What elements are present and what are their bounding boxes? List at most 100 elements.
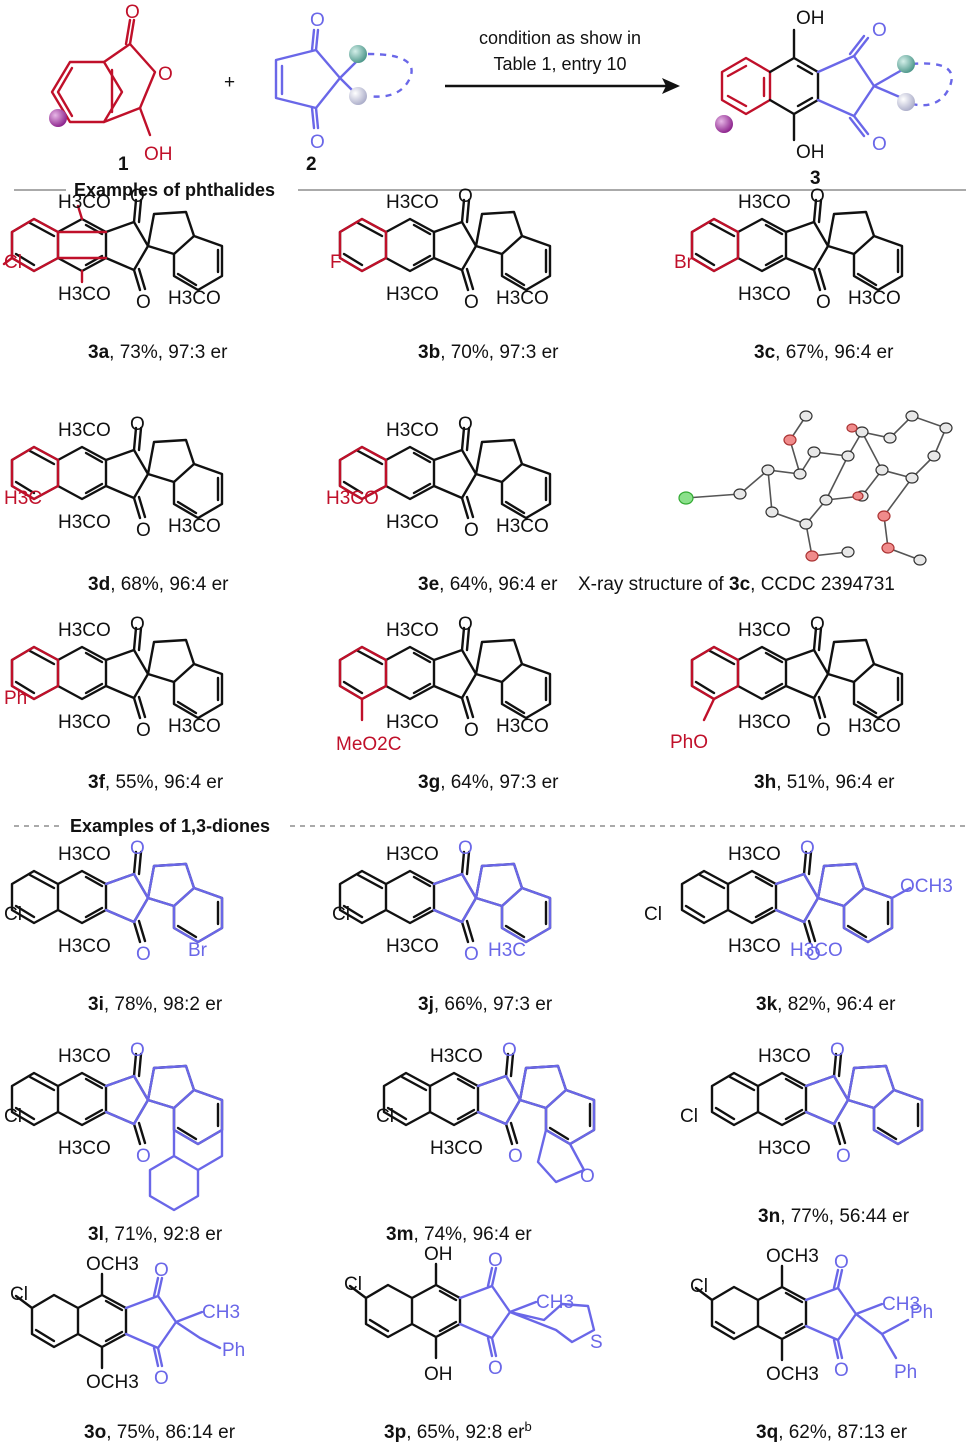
- svg-text:O: O: [464, 520, 479, 541]
- caption-3h: 3h, 51%, 96:4 er: [754, 772, 895, 793]
- svg-text:O: O: [464, 944, 479, 965]
- svg-text:H3CO: H3CO: [496, 516, 549, 537]
- svg-text:H3CO: H3CO: [386, 420, 439, 441]
- svg-text:O: O: [836, 1146, 851, 1167]
- compound-3l: H3CO H3CO O O Cl: [4, 1040, 224, 1212]
- svg-text:H3CO: H3CO: [738, 284, 791, 305]
- svg-text:Cl: Cl: [4, 252, 22, 273]
- reagent-1-ring-o: O: [158, 64, 173, 85]
- svg-text:O: O: [136, 292, 151, 313]
- svg-text:Cl: Cl: [4, 1106, 22, 1127]
- reagent-2: O O 2: [274, 10, 413, 175]
- svg-text:H3CO: H3CO: [58, 712, 111, 733]
- caption-3e: 3e, 64%, 96:4 er: [418, 574, 558, 595]
- svg-text:Cl: Cl: [376, 1106, 394, 1127]
- svg-text:H3CO: H3CO: [58, 844, 111, 865]
- plus-sign: +: [224, 72, 235, 93]
- caption-3d: 3d, 68%, 96:4 er: [88, 574, 229, 595]
- reagent-1: O O OH 1: [49, 2, 173, 175]
- compound-3m: H3CO H3CO O O O Cl: [376, 1040, 596, 1187]
- caption-3o: 3o, 75%, 86:14 er: [84, 1422, 236, 1443]
- svg-text:H3CO: H3CO: [168, 516, 221, 537]
- svg-text:O: O: [502, 1040, 517, 1061]
- reagent-1-carbonyl-o: O: [125, 2, 140, 23]
- svg-text:O: O: [136, 520, 151, 541]
- svg-text:OCH3: OCH3: [86, 1372, 139, 1393]
- svg-text:O: O: [834, 1252, 849, 1273]
- svg-text:OCH3: OCH3: [766, 1246, 819, 1267]
- svg-text:O: O: [488, 1250, 503, 1271]
- svg-text:O: O: [464, 292, 479, 313]
- svg-text:F: F: [330, 252, 342, 273]
- compound-3j: H3CO H3CO O O H3C Cl: [332, 838, 552, 965]
- svg-text:O: O: [130, 1040, 145, 1061]
- caption-3i: 3i, 78%, 98:2 er: [88, 994, 223, 1015]
- svg-text:O: O: [834, 1360, 849, 1381]
- svg-text:H3CO: H3CO: [430, 1138, 483, 1159]
- condition-line-1: condition as show in: [479, 28, 641, 48]
- product-o-top: O: [872, 20, 887, 41]
- svg-text:CH3: CH3: [536, 1292, 574, 1313]
- svg-text:OCH3: OCH3: [900, 876, 953, 897]
- caption-3m: 3m, 74%, 96:4 er: [386, 1224, 532, 1245]
- svg-text:OCH3: OCH3: [766, 1364, 819, 1385]
- svg-text:H3CO: H3CO: [496, 288, 549, 309]
- svg-text:O: O: [136, 944, 151, 965]
- svg-text:H3CO: H3CO: [728, 844, 781, 865]
- svg-text:O: O: [154, 1260, 169, 1281]
- svg-text:H3C: H3C: [4, 488, 42, 509]
- svg-text:O: O: [816, 720, 831, 741]
- svg-text:H3CO: H3CO: [738, 192, 791, 213]
- svg-text:OH: OH: [424, 1364, 453, 1385]
- svg-text:H3CO: H3CO: [58, 284, 111, 305]
- svg-text:CH3: CH3: [882, 1294, 920, 1315]
- caption-3l: 3l, 71%, 92:8 er: [88, 1224, 223, 1245]
- svg-text:H3CO: H3CO: [430, 1046, 483, 1067]
- svg-text:H3CO: H3CO: [758, 1046, 811, 1067]
- svg-text:H3C: H3C: [488, 940, 526, 961]
- svg-text:O: O: [136, 720, 151, 741]
- svg-text:O: O: [458, 186, 473, 207]
- caption-3j: 3j, 66%, 97:3 er: [418, 994, 553, 1015]
- svg-text:Cl: Cl: [690, 1276, 708, 1297]
- section-diones-title: Examples of 1,3-diones: [70, 816, 270, 836]
- svg-text:H3CO: H3CO: [58, 620, 111, 641]
- svg-text:O: O: [464, 720, 479, 741]
- reagent-2-o-bottom: O: [310, 132, 325, 153]
- svg-text:H3CO: H3CO: [496, 716, 549, 737]
- caption-3a: 3a, 73%, 97:3 er: [88, 342, 228, 363]
- product-number: 3: [810, 168, 821, 189]
- product-o-bottom: O: [872, 134, 887, 155]
- svg-text:O: O: [458, 614, 473, 635]
- reagent-1-oh: OH: [144, 144, 173, 165]
- reagent-2-number: 2: [306, 154, 317, 175]
- svg-text:H3CO: H3CO: [58, 192, 111, 213]
- compound-3e: H3CO H3CO H3CO O O H3CO: [326, 414, 552, 541]
- svg-text:O: O: [806, 944, 821, 965]
- caption-3b: 3b, 70%, 97:3 er: [418, 342, 559, 363]
- svg-text:H3CO: H3CO: [758, 1138, 811, 1159]
- svg-text:S: S: [590, 1332, 603, 1353]
- section-phthalides: Examples of phthalides: [14, 180, 966, 200]
- purple-substituent-ball: [49, 109, 67, 127]
- svg-text:H3CO: H3CO: [848, 716, 901, 737]
- svg-text:Cl: Cl: [344, 1274, 362, 1295]
- svg-text:Cl: Cl: [680, 1106, 698, 1127]
- compound-3i: H3CO H3CO O O Br Cl: [4, 838, 224, 965]
- section-phthalides-title: Examples of phthalides: [74, 180, 275, 200]
- compound-3h: H3CO H3CO H3CO O O PhO: [670, 614, 904, 753]
- svg-text:OCH3: OCH3: [86, 1254, 139, 1275]
- product-oh-top: OH: [796, 8, 825, 29]
- svg-text:O: O: [154, 1368, 169, 1389]
- compound-3b: H3CO H3CO H3CO O O F: [330, 186, 552, 313]
- svg-text:H3CO: H3CO: [58, 1046, 111, 1067]
- svg-text:H3CO: H3CO: [168, 716, 221, 737]
- svg-text:O: O: [810, 614, 825, 635]
- caption-3f: 3f, 55%, 96:4 er: [88, 772, 224, 793]
- svg-text:O: O: [816, 292, 831, 313]
- svg-text:O: O: [130, 614, 145, 635]
- svg-text:O: O: [830, 1040, 845, 1061]
- svg-text:Cl: Cl: [10, 1284, 28, 1305]
- svg-text:H3CO: H3CO: [58, 420, 111, 441]
